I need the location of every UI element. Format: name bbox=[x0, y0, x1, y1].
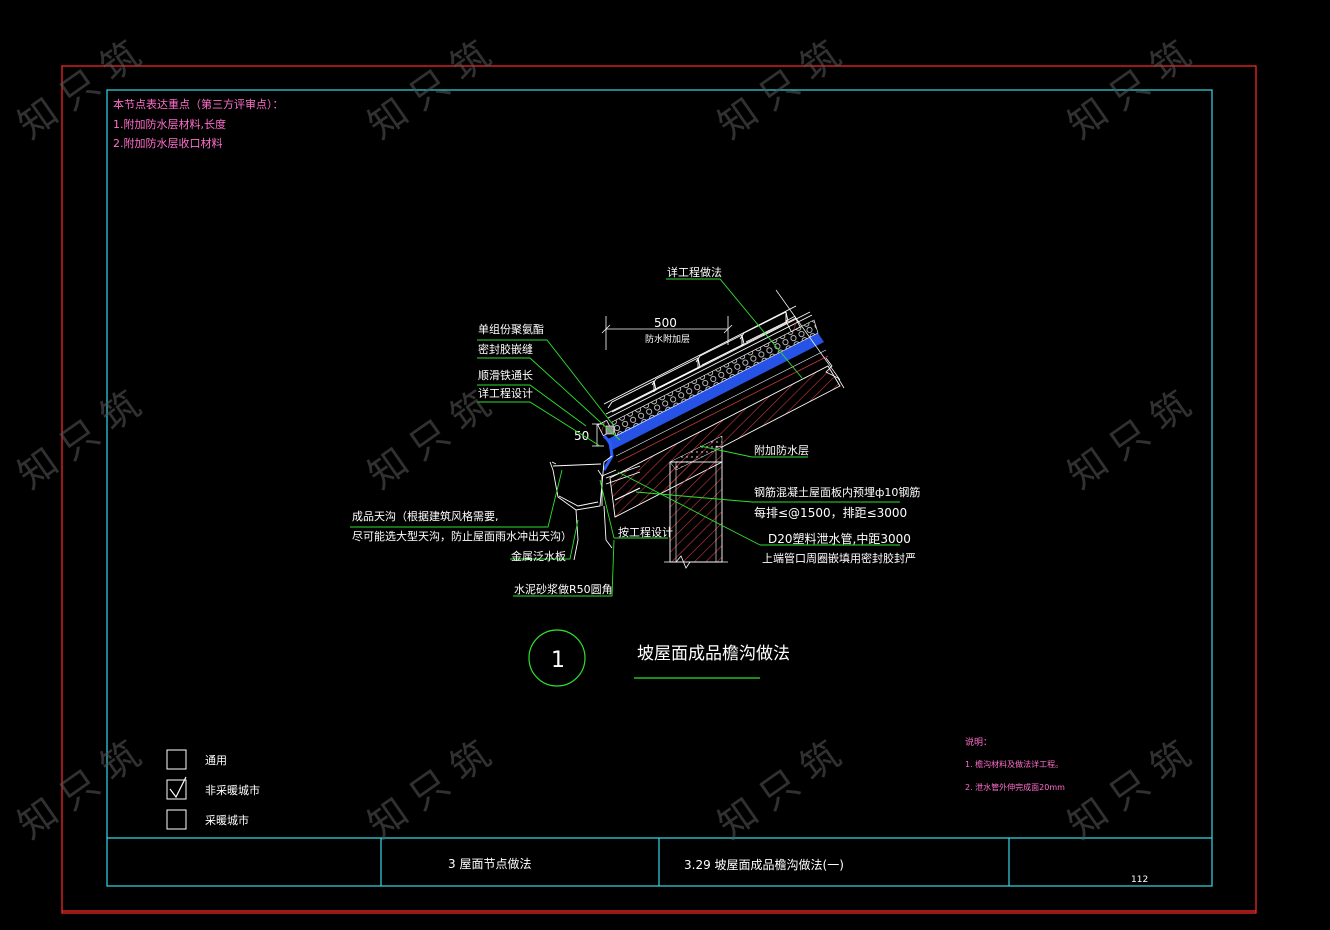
remarks-item: 2. 泄水管外伸完成面20mm bbox=[965, 782, 1065, 792]
legend-checkbox[interactable] bbox=[166, 779, 187, 800]
leader-lines bbox=[350, 278, 900, 597]
callout-rebar-line1: 钢筋混凝土屋面板内预埋ф10钢筋 bbox=[754, 485, 920, 499]
callout-see-project-design-2: 按工程设计 bbox=[618, 525, 673, 539]
legend: 通用 非采暖城市 采暖城市 bbox=[166, 749, 260, 830]
title-block-page: 112 bbox=[1131, 875, 1148, 885]
detail-label: 1 坡屋面成品檐沟做法 bbox=[528, 629, 790, 687]
watermark: 知 只 筑 bbox=[710, 732, 848, 847]
callout-cement-fillet: 水泥砂浆做R50圆角 bbox=[514, 582, 613, 596]
legend-checkbox[interactable] bbox=[166, 749, 187, 770]
watermark: 知 只 筑 bbox=[360, 382, 498, 497]
remarks-item: 1. 檐沟材料及做法详工程。 bbox=[965, 759, 1063, 769]
callout-drain-line2: 上端管口周圈嵌填用密封胶封严 bbox=[762, 551, 916, 565]
watermark: 知 只 筑 bbox=[1060, 382, 1198, 497]
review-note-item: 2.附加防水层收口材料 bbox=[113, 136, 223, 150]
callout-gutter-line1: 成品天沟（根据建筑风格需要, bbox=[352, 509, 499, 523]
waterproof-layer bbox=[606, 333, 824, 450]
legend-label: 采暖城市 bbox=[205, 813, 249, 827]
dimension-500-value: 500 bbox=[654, 316, 677, 330]
watermark: 知 只 筑 bbox=[360, 732, 498, 847]
checkmark-icon bbox=[169, 776, 187, 799]
watermark: 知 只 筑 bbox=[1060, 732, 1198, 847]
outer-frame bbox=[61, 65, 1257, 914]
detail-number-circle bbox=[528, 629, 586, 687]
legend-label: 通用 bbox=[205, 754, 227, 767]
callout-polyurethane: 单组份聚氨酯 bbox=[478, 322, 544, 336]
legend-label: 非采暖城市 bbox=[205, 783, 260, 797]
watermarks: 知 只 筑 知 只 筑 知 只 筑 知 只 筑 知 只 筑 知 只 筑 知 只 … bbox=[10, 32, 1198, 847]
remarks-heading: 说明： bbox=[965, 736, 992, 748]
review-notes-heading: 本节点表达重点（第三方评审点）： bbox=[113, 97, 284, 111]
detail-number: 1 bbox=[551, 648, 565, 673]
title-block-section: 3.29 坡屋面成品檐沟做法(一) bbox=[684, 857, 844, 872]
rebar bbox=[614, 487, 641, 501]
insulation-layer bbox=[611, 319, 819, 437]
callout-drain-line1: D20塑料泄水管,中距3000 bbox=[768, 531, 911, 546]
callout-extra-waterproof: 附加防水层 bbox=[754, 443, 809, 457]
drain-pipe bbox=[605, 465, 641, 479]
eave-gutter-detail: 500 防水附加层 50 详工程做法 bbox=[350, 265, 920, 597]
callout-rebar-line2: 每排≤@1500，排距≤3000 bbox=[754, 505, 907, 520]
review-notes: 本节点表达重点（第三方评审点）： 1.附加防水层材料,长度 2.附加防水层收口材… bbox=[113, 97, 284, 150]
watermark: 知 只 筑 bbox=[10, 382, 148, 497]
review-note-item: 1.附加防水层材料,长度 bbox=[113, 117, 226, 131]
title-block: 3 屋面节点做法 3.29 坡屋面成品檐沟做法(一) 112 bbox=[107, 837, 1212, 886]
callout-see-project-design: 详工程设计 bbox=[478, 386, 533, 400]
callout-metal-flashing: 金属泛水板 bbox=[511, 549, 566, 563]
watermark: 知 只 筑 bbox=[10, 732, 148, 847]
callout-strip: 顺滑铁通长 bbox=[478, 369, 533, 382]
title-block-chapter: 3 屋面节点做法 bbox=[448, 856, 531, 871]
callout-sealant: 密封胶嵌缝 bbox=[478, 342, 533, 356]
detail-title: 坡屋面成品檐沟做法 bbox=[637, 644, 790, 664]
dimension-500-label: 防水附加层 bbox=[645, 333, 690, 345]
remarks: 说明： 1. 檐沟材料及做法详工程。 2. 泄水管外伸完成面20mm bbox=[965, 736, 1065, 792]
legend-checkbox[interactable] bbox=[166, 809, 187, 830]
dimension-500 bbox=[601, 316, 733, 350]
callout-see-project-top: 详工程做法 bbox=[667, 265, 722, 279]
gutter bbox=[549, 455, 617, 561]
callout-gutter-line2: 尽可能选大型天沟，防止屋面雨水冲出天沟） bbox=[352, 529, 572, 543]
